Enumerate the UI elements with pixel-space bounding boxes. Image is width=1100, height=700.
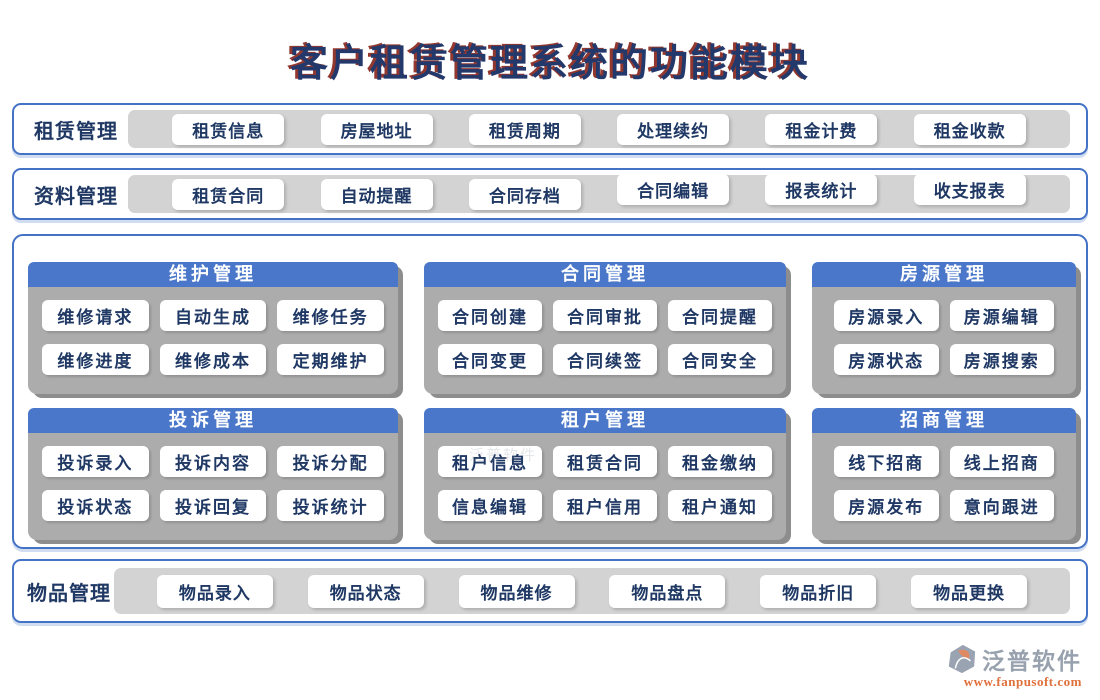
module-button-complaint-management-1[interactable]: 投诉内容 [160,446,267,477]
module-button-maintenance-management-5[interactable]: 定期维护 [277,344,384,375]
panel-maintenance-management: 维护管理维修请求自动生成维修任务维修进度维修成本定期维护 [28,262,398,394]
module-button-maintenance-management-1[interactable]: 自动生成 [160,300,267,331]
band-strip-item-management: 物品录入 物品状态 物品维修 物品盘点 物品折旧 物品更换 [114,568,1070,614]
bottom-band: 物品管理 物品录入 物品状态 物品维修 物品盘点 物品折旧 物品更换 [0,559,1100,623]
panel-housing-management: 房源管理房源录入房源编辑房源状态房源搜索 [812,262,1076,394]
panel-title-tenant-management: 租户管理 [424,408,786,433]
brand-logo: 泛普软件 www.fanpusoft.com [944,642,1082,690]
module-button-item-management-1[interactable]: 物品状态 [308,575,424,608]
top-bands: 租赁管理 租赁信息 房屋地址 租赁周期 处理续约 租金计费 租金收款资料管理 租赁合同 自动提醒… [0,103,1100,220]
module-button-housing-management-0[interactable]: 房源录入 [834,300,939,331]
module-button-data-management-1[interactable]: 自动提醒 [321,179,433,210]
module-button-complaint-management-5[interactable]: 投诉统计 [277,490,384,521]
module-button-rental-management-0[interactable]: 租赁信息 [172,114,284,145]
module-button-item-management-0[interactable]: 物品录入 [157,575,273,608]
module-button-tenant-management-3[interactable]: 信息编辑 [438,490,542,521]
module-button-data-management-0[interactable]: 租赁合同 [172,179,284,210]
module-button-rental-management-3[interactable]: 处理续约 [617,114,729,145]
module-button-contract-management-1[interactable]: 合同审批 [553,300,657,331]
band-strip-rental-management: 租赁信息 房屋地址 租赁周期 处理续约 租金计费 租金收款 [128,110,1070,148]
panel-title-complaint-management: 投诉管理 [28,408,398,433]
module-button-contract-management-5[interactable]: 合同安全 [668,344,772,375]
module-button-contract-management-4[interactable]: 合同续签 [553,344,657,375]
module-button-contract-management-3[interactable]: 合同变更 [438,344,542,375]
panel-body-investment-management: 线下招商线上招商房源发布意向跟进 [812,433,1076,521]
module-button-data-management-2[interactable]: 合同存档 [469,179,581,210]
module-button-maintenance-management-2[interactable]: 维修任务 [277,300,384,331]
band-item-management: 物品管理 物品录入 物品状态 物品维修 物品盘点 物品折旧 物品更换 [12,559,1088,623]
module-button-contract-management-2[interactable]: 合同提醒 [668,300,772,331]
module-button-tenant-management-0[interactable]: 租户信息 [438,446,542,477]
module-button-maintenance-management-0[interactable]: 维修请求 [42,300,149,331]
module-button-item-management-4[interactable]: 物品折旧 [760,575,876,608]
module-button-complaint-management-4[interactable]: 投诉回复 [160,490,267,521]
panel-body-housing-management: 房源录入房源编辑房源状态房源搜索 [812,287,1076,375]
panels-grid: 维护管理维修请求自动生成维修任务维修进度维修成本定期维护合同管理合同创建合同审批… [28,262,1086,540]
module-button-data-management-5[interactable]: 收支报表 [914,174,1026,205]
panel-complaint-management: 投诉管理投诉录入投诉内容投诉分配投诉状态投诉回复投诉统计 [28,408,398,540]
module-button-investment-management-0[interactable]: 线下招商 [834,446,939,477]
panel-title-housing-management: 房源管理 [812,262,1076,287]
module-button-item-management-2[interactable]: 物品维修 [459,575,575,608]
module-button-housing-management-3[interactable]: 房源搜索 [950,344,1055,375]
module-button-data-management-3[interactable]: 合同编辑 [617,174,729,205]
module-button-tenant-management-2[interactable]: 租金缴纳 [668,446,772,477]
panel-title-contract-management: 合同管理 [424,262,786,287]
band-strip-data-management: 租赁合同 自动提醒 合同存档 合同编辑 报表统计 收支报表 [128,175,1070,213]
module-button-tenant-management-4[interactable]: 租户信用 [553,490,657,521]
panel-body-maintenance-management: 维修请求自动生成维修任务维修进度维修成本定期维护 [28,287,398,375]
module-button-tenant-management-5[interactable]: 租户通知 [668,490,772,521]
module-button-complaint-management-0[interactable]: 投诉录入 [42,446,149,477]
module-button-rental-management-2[interactable]: 租赁周期 [469,114,581,145]
panel-title-investment-management: 招商管理 [812,408,1076,433]
module-button-tenant-management-1[interactable]: 租赁合同 [553,446,657,477]
module-button-investment-management-2[interactable]: 房源发布 [834,490,939,521]
module-button-housing-management-1[interactable]: 房源编辑 [950,300,1055,331]
module-button-maintenance-management-4[interactable]: 维修成本 [160,344,267,375]
module-button-contract-management-0[interactable]: 合同创建 [438,300,542,331]
module-button-item-management-3[interactable]: 物品盘点 [609,575,725,608]
brand-url: www.fanpusoft.com [944,674,1082,690]
module-button-complaint-management-3[interactable]: 投诉状态 [42,490,149,521]
panel-body-complaint-management: 投诉录入投诉内容投诉分配投诉状态投诉回复投诉统计 [28,433,398,521]
module-button-rental-management-1[interactable]: 房屋地址 [321,114,433,145]
module-button-housing-management-2[interactable]: 房源状态 [834,344,939,375]
panel-title-maintenance-management: 维护管理 [28,262,398,287]
page-title: 客户租赁管理系统的功能模块 [0,32,1100,87]
module-button-maintenance-management-3[interactable]: 维修进度 [42,344,149,375]
panel-body-contract-management: 合同创建合同审批合同提醒合同变更合同续签合同安全 [424,287,786,375]
fanpu-logo-icon [944,643,978,675]
module-button-rental-management-4[interactable]: 租金计费 [765,114,877,145]
panel-tenant-management: 租户管理租户信息租赁合同租金缴纳信息编辑租户信用租户通知 [424,408,786,540]
module-button-item-management-5[interactable]: 物品更换 [911,575,1027,608]
module-button-rental-management-5[interactable]: 租金收款 [914,114,1026,145]
brand-name: 泛普软件 [982,642,1082,676]
panel-investment-management: 招商管理线下招商线上招商房源发布意向跟进 [812,408,1076,540]
module-button-investment-management-1[interactable]: 线上招商 [950,446,1055,477]
panel-contract-management: 合同管理合同创建合同审批合同提醒合同变更合同续签合同安全 [424,262,786,394]
brand-logo-top: 泛普软件 [944,642,1082,676]
module-button-investment-management-3[interactable]: 意向跟进 [950,490,1055,521]
band-rental-management: 租赁管理 租赁信息 房屋地址 租赁周期 处理续约 租金计费 租金收款 [12,103,1088,155]
module-button-complaint-management-2[interactable]: 投诉分配 [277,446,384,477]
band-data-management: 资料管理 租赁合同 自动提醒 合同存档 合同编辑 报表统计 收支报表 [12,168,1088,220]
module-button-data-management-4[interactable]: 报表统计 [765,174,877,205]
modules-container: 维护管理维修请求自动生成维修任务维修进度维修成本定期维护合同管理合同创建合同审批… [12,234,1088,549]
band-label-rental-management: 租赁管理 [24,115,128,144]
band-label-data-management: 资料管理 [24,180,128,209]
panel-body-tenant-management: 租户信息租赁合同租金缴纳信息编辑租户信用租户通知 [424,433,786,521]
band-label-item-management: 物品管理 [24,577,114,606]
